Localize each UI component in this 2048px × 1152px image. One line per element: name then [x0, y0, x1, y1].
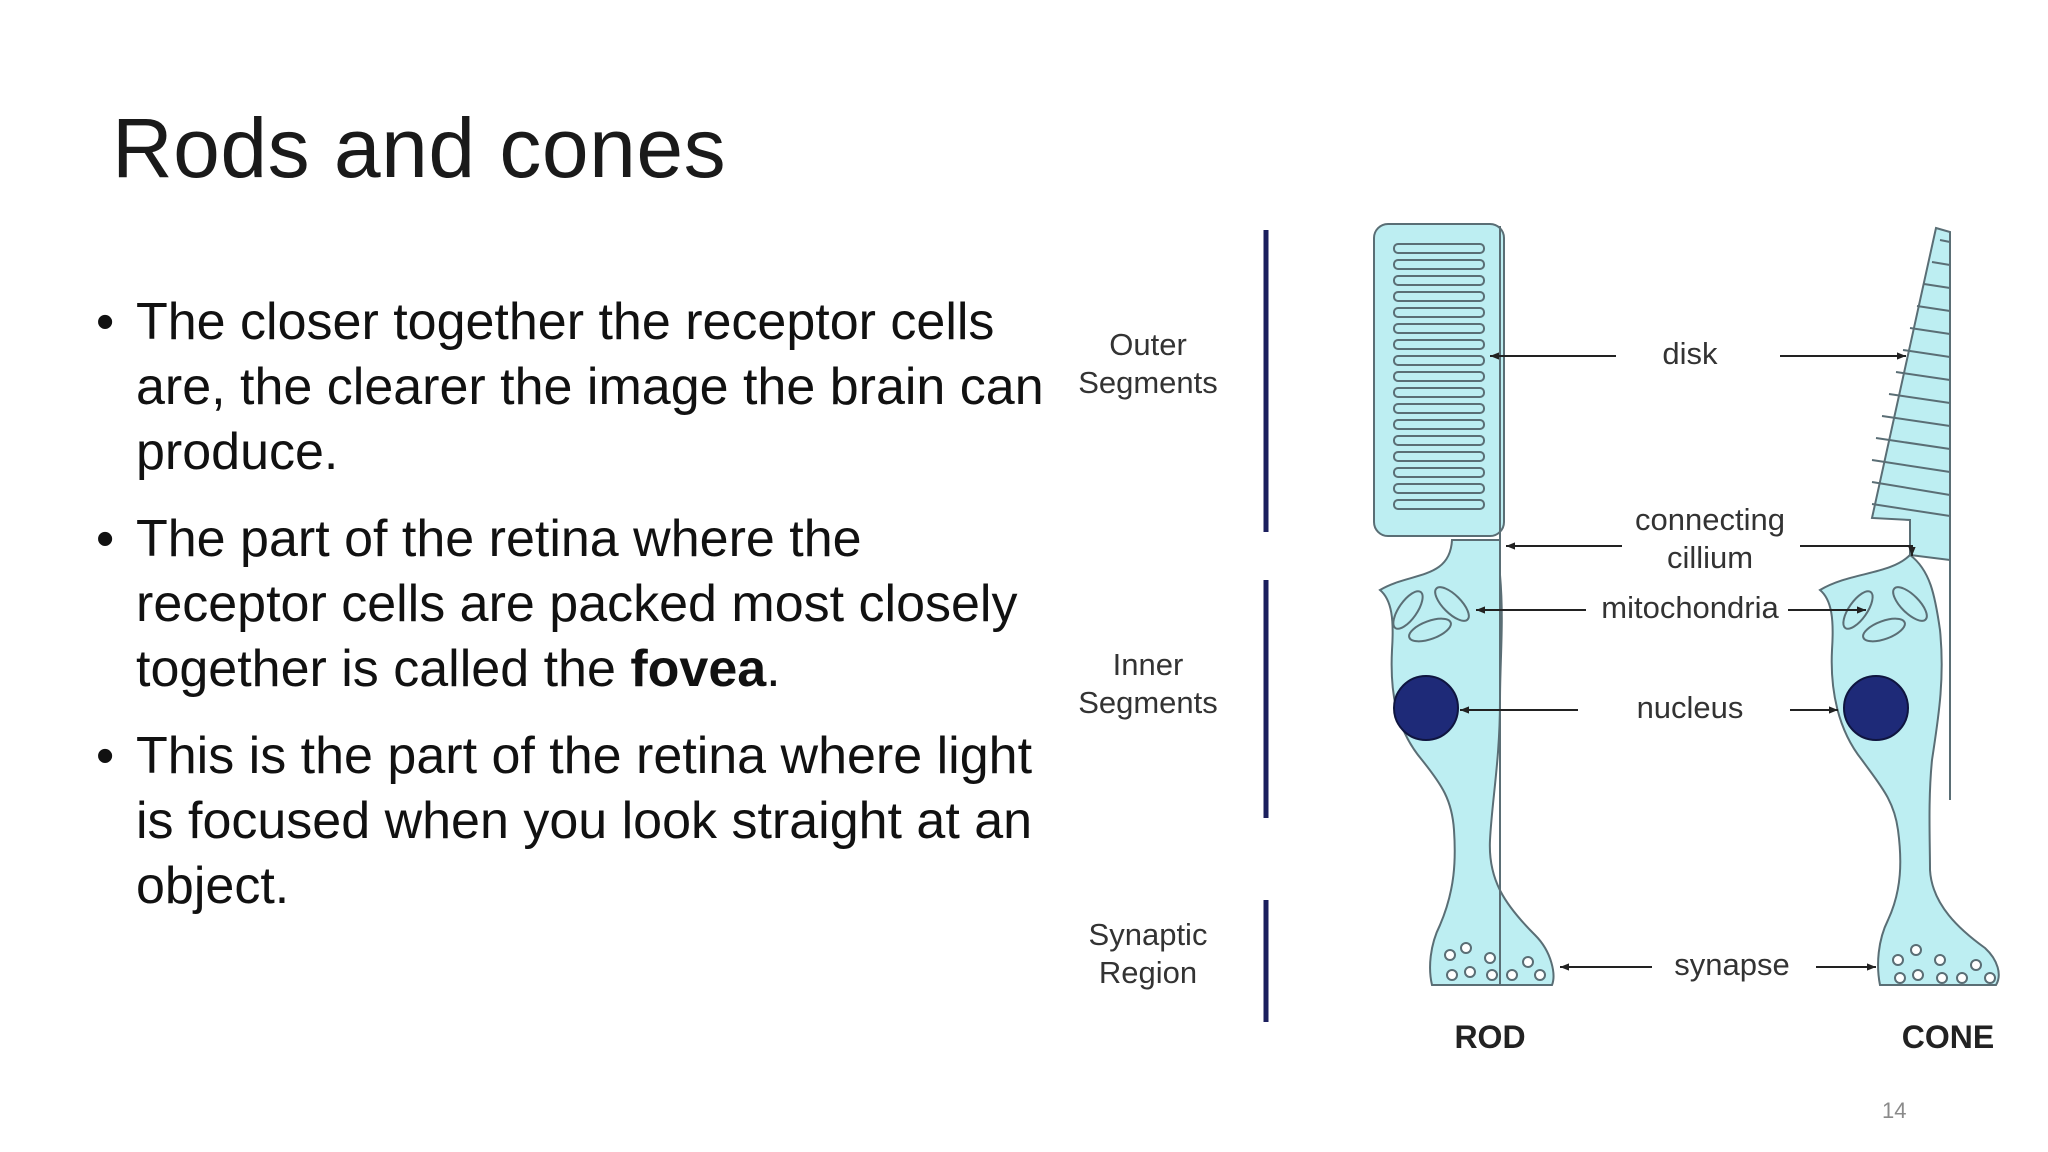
cone-nucleus	[1843, 675, 1909, 741]
bullet-dot: •	[96, 293, 115, 351]
bullet-text: The part of the retina where the recepto…	[136, 510, 1018, 698]
rod-cell	[1373, 223, 1555, 986]
region-label-synaptic: Region	[1099, 955, 1197, 990]
slide-title: Rods and cones	[112, 101, 727, 195]
region-label-inner: Inner	[1113, 647, 1184, 682]
region-label-inner: Segments	[1078, 685, 1218, 720]
bullet-text: This is the part of the retina where lig…	[136, 727, 1033, 915]
rod-nucleus	[1393, 675, 1459, 741]
callout-arrows	[1460, 352, 1916, 971]
bullet-list: • The closer together the receptor cells…	[96, 290, 1056, 941]
cone-body	[1818, 553, 2000, 986]
bullet-text-end: .	[766, 640, 781, 698]
page-number: 14	[1882, 1098, 1907, 1123]
bullet-item: • The closer together the receptor cells…	[96, 290, 1056, 485]
bullet-dot: •	[96, 510, 115, 568]
rod-vesicles	[1444, 942, 1546, 981]
bullet-item: • The part of the retina where the recep…	[96, 507, 1056, 702]
region-label-synaptic: Synaptic	[1089, 917, 1208, 952]
label-rod: ROD	[1454, 1019, 1525, 1055]
label-connecting-cilium: cillium	[1667, 540, 1753, 575]
bullet-item: • This is the part of the retina where l…	[96, 724, 1056, 919]
label-disk: disk	[1662, 336, 1718, 371]
bullet-text: The closer together the receptor cells a…	[136, 293, 1044, 481]
rod-body	[1378, 539, 1555, 986]
label-mitochondria: mitochondria	[1601, 590, 1779, 625]
cone-cell	[1818, 226, 2000, 986]
label-cone: CONE	[1902, 1019, 1994, 1055]
region-label-outer: Outer	[1109, 327, 1187, 362]
label-connecting-cilium: connecting	[1635, 502, 1785, 537]
rod-mitochondria	[1392, 586, 1470, 643]
label-synapse: synapse	[1674, 947, 1789, 982]
bullet-dot: •	[96, 727, 115, 785]
arrow-cilium-cone	[1800, 545, 1916, 556]
label-nucleus: nucleus	[1637, 690, 1744, 725]
rod-cone-diagram: Outer Segments Inner Segments Synaptic R…	[1078, 223, 2000, 1055]
cone-vesicles	[1892, 944, 1996, 984]
cone-lamellae	[1871, 239, 1951, 517]
region-label-outer: Segments	[1078, 365, 1218, 400]
fovea-term: fovea	[630, 640, 767, 698]
rod-disks	[1393, 243, 1485, 510]
